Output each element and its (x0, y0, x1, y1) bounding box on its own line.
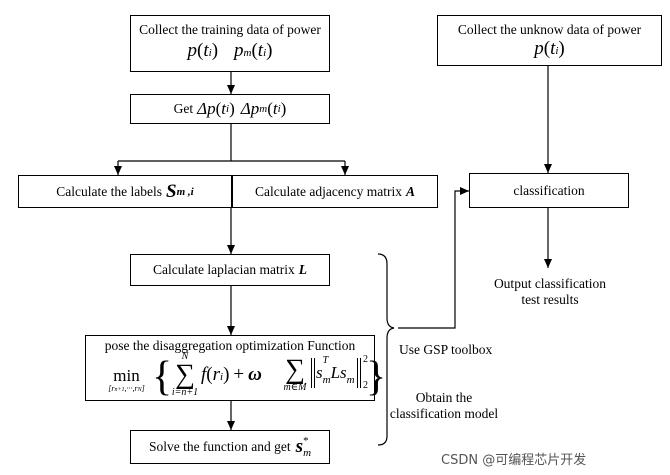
calc-labels-text: Calculate the labels (56, 183, 162, 199)
collect-unknown-formula: p(ti) (534, 38, 565, 59)
omega: ω (248, 364, 262, 385)
min-sub-d: N (137, 387, 142, 393)
unknown-i: i (555, 45, 559, 57)
unknown-t: t (550, 38, 556, 59)
f-letter: f (201, 364, 207, 385)
norm-right (357, 358, 361, 388)
min-sub-c: ,···,r (124, 384, 138, 393)
min-sub-e: ] (141, 384, 145, 393)
sum1-sign: ∑ (175, 359, 195, 390)
f-term: f(ri) + ω (201, 364, 262, 385)
right-brace (377, 253, 395, 446)
adjacency-symbol: A (405, 183, 415, 199)
formula-t: t (203, 40, 209, 61)
collect-training-box: Collect the training data of power p(ti)… (130, 15, 330, 72)
labels-symbol: S (166, 180, 177, 202)
s-letter: s (316, 363, 323, 382)
plus-sign: + (233, 364, 245, 385)
laplacian-symbol: L (298, 262, 307, 277)
get-delta-text: Get (173, 101, 194, 116)
s2-letter: s (340, 363, 347, 382)
left-curly: { (152, 354, 173, 400)
min-sub-a: [r (108, 384, 115, 393)
solve-text: Solve the function and get (148, 439, 291, 454)
formula-i: i (208, 47, 212, 59)
delta-i2: i (277, 103, 281, 115)
collect-training-text: Collect the training data of power (139, 22, 321, 37)
f-arg-sub: i (220, 371, 224, 383)
right-curly: } (366, 354, 387, 400)
unknown-p: p (534, 38, 544, 59)
formula-t2: t (257, 40, 264, 61)
delta-t: t (221, 99, 227, 118)
sum1-bottom: i=n+1 (171, 387, 199, 398)
solve-symbol: s (295, 436, 304, 457)
calc-adjacency-text: Calculate adjacency matrix (255, 183, 402, 199)
f-arg: r (212, 364, 221, 385)
s2-sub: m (346, 374, 355, 386)
delta-pm: Δp (240, 99, 260, 118)
calc-laplacian-text: Calculate laplacian matrix (153, 262, 295, 277)
output-label: Output classification test results (493, 276, 607, 307)
min-label: min (113, 366, 140, 385)
min-sub-b: n+1 (114, 387, 125, 393)
use-gsp-label: Use GSP toolbox (399, 342, 493, 357)
s-sub: m (322, 374, 331, 386)
s-sup: T (322, 355, 329, 366)
formula-p: p (187, 40, 198, 61)
delta-p: Δp (197, 99, 216, 118)
collect-training-formula: p(ti) pm(ti) (187, 40, 273, 61)
collect-unknown-box: Collect the unknow data of power p(ti) (437, 15, 662, 66)
sum1-top: N (181, 351, 189, 362)
obtain-label: Obtain the classification model (389, 390, 499, 421)
delta-i: i (226, 103, 230, 115)
pose-function-box: pose the disaggregation optimization Fun… (85, 335, 386, 402)
sum2-sign: ∑ (285, 354, 305, 385)
collect-unknown-text: Collect the unknow data of power (457, 22, 642, 37)
solve-box: Solve the function and get s*m (130, 430, 330, 464)
norm-left (311, 358, 315, 388)
formula-m: m (243, 47, 252, 59)
calc-laplacian-box: Calculate laplacian matrix L (130, 254, 330, 286)
L-letter: L (330, 363, 341, 382)
norm-sub: 2 (363, 380, 368, 391)
delta-m: m (259, 103, 268, 115)
solve-sup: * (303, 435, 309, 447)
solve-sub: m (303, 447, 312, 459)
labels-symbol-sub: m ,i (176, 185, 194, 198)
calc-adjacency-box: Calculate adjacency matrix A (232, 175, 438, 208)
formula-i2: i (263, 47, 267, 59)
arrow-model-to-classification (398, 187, 469, 329)
norm-sup: 2 (363, 354, 368, 365)
sum2-bottom: m∈M (283, 382, 307, 393)
classification-box: classification (469, 173, 629, 208)
formula-pm: p (234, 40, 244, 61)
watermark: CSDN @可编程芯片开发 (441, 453, 587, 468)
optimization-formula: min [rn+1,···,rN] { N ∑ i=n+1 f(ri) + ω … (86, 351, 386, 402)
classification-text: classification (513, 182, 585, 198)
delta-t2: t (272, 99, 278, 118)
pose-function-text: pose the disaggregation optimization Fun… (104, 338, 356, 353)
